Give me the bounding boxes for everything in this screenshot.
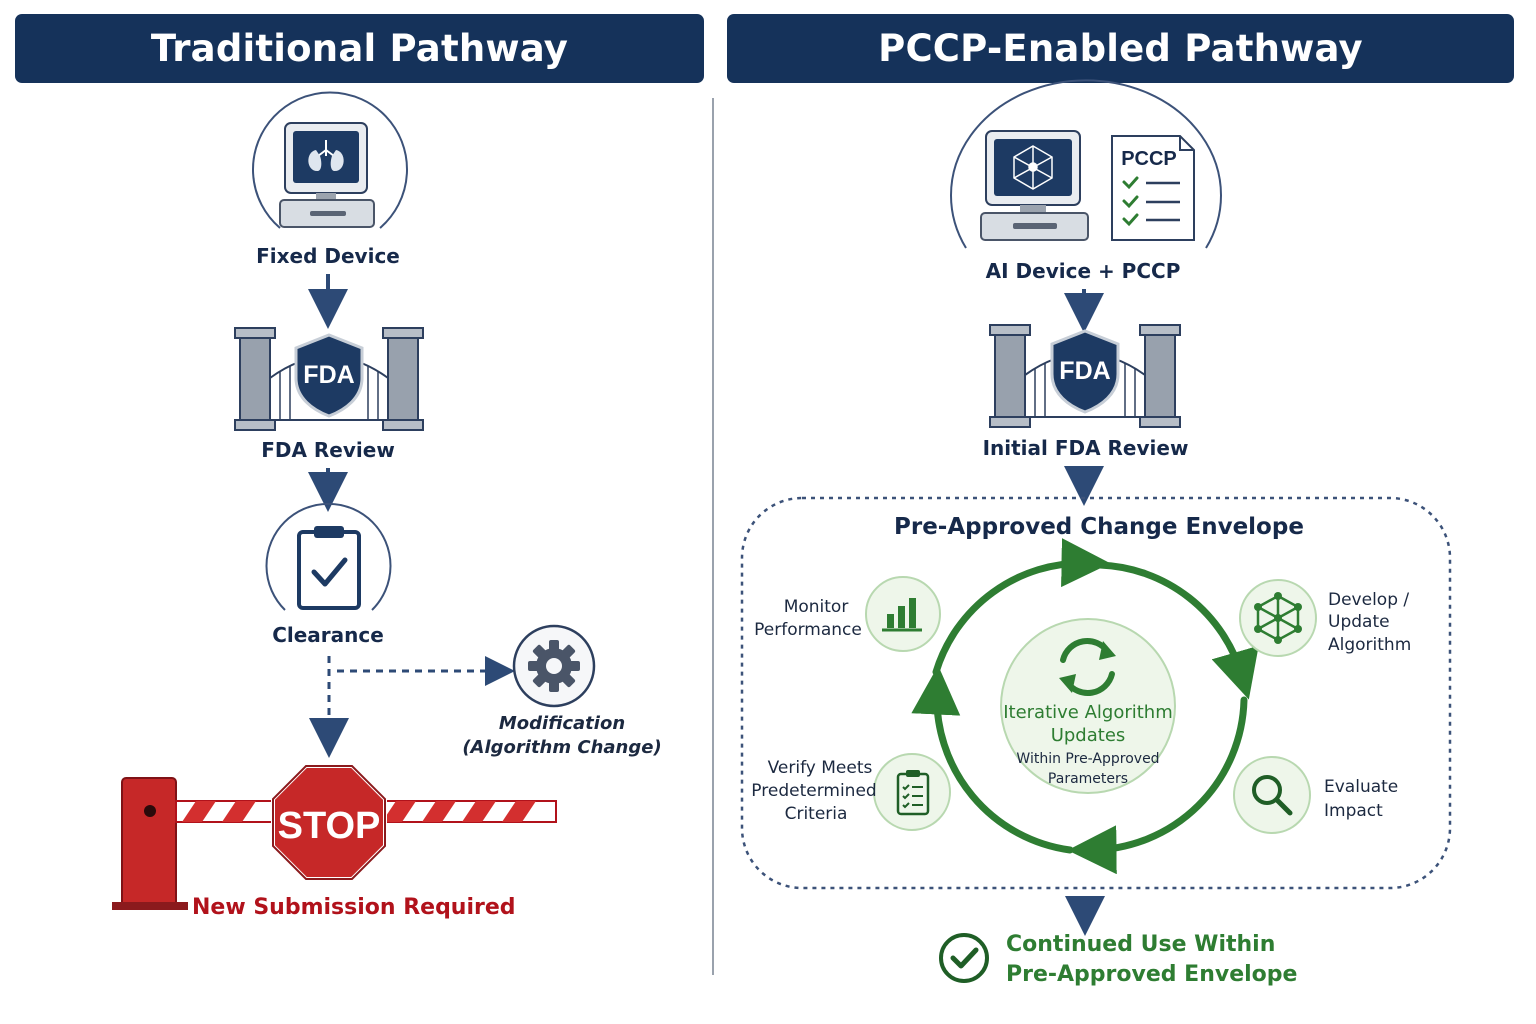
document-icon — [1111, 135, 1195, 241]
clipboard-list-icon — [873, 753, 951, 831]
fixed-device-icon — [252, 91, 408, 229]
refresh-icon — [1059, 637, 1116, 697]
algorithm-network-icon — [1239, 579, 1317, 657]
clipboard-check-icon — [265, 502, 392, 611]
develop-label-3: Algorithm — [1328, 635, 1412, 655]
pccp-pathway-header: PCCP-Enabled Pathway — [727, 14, 1514, 83]
continued-use-label-2: Pre-Approved Envelope — [1006, 962, 1298, 987]
center-text-1: Iterative Algorithm — [1003, 702, 1173, 723]
magnifier-icon — [1233, 756, 1311, 834]
envelope-title: Pre-Approved Change Envelope — [894, 514, 1304, 540]
modification-label-1: Modification — [498, 713, 626, 734]
shield-icon-right — [1050, 329, 1120, 414]
new-submission-label: New Submission Required — [192, 895, 516, 920]
cycle-arrows — [911, 538, 1259, 875]
verify-label-2: Predetermined — [751, 781, 877, 801]
gate-icon — [234, 327, 424, 431]
gate-icon-right — [989, 324, 1181, 428]
fda-review-label: FDA Review — [261, 438, 395, 462]
lungs-icon — [308, 140, 344, 172]
initial-fda-review-label: Initial FDA Review — [982, 436, 1189, 460]
center-circle — [1000, 618, 1176, 794]
evaluate-label-1: Evaluate — [1324, 777, 1399, 797]
ai-device-pccp-label: AI Device + PCCP — [985, 259, 1181, 283]
ai-device-icon — [950, 79, 1222, 249]
center-text-3: Within Pre-Approved — [1016, 751, 1160, 767]
fda-badge-left: FDA — [303, 361, 354, 389]
monitor-label-1: Monitor — [783, 597, 849, 617]
modification-label-2: (Algorithm Change) — [462, 737, 662, 758]
network-icon — [1013, 145, 1053, 190]
bar-chart-icon — [865, 576, 941, 652]
pccp-doc-title: PCCP — [1121, 148, 1177, 170]
develop-label-2: Update — [1328, 612, 1390, 632]
verify-label-1: Verify Meets — [767, 758, 873, 778]
monitor-label-2: Performance — [754, 620, 862, 640]
gear-icon — [512, 624, 596, 708]
center-text-4: Parameters — [1047, 771, 1129, 787]
traditional-pathway-header: Traditional Pathway — [15, 14, 704, 83]
column-divider — [712, 98, 714, 975]
pre-approved-envelope — [740, 496, 1452, 890]
evaluate-label-2: Impact — [1324, 801, 1383, 821]
check-circle-icon — [939, 933, 989, 983]
fda-badge-right: FDA — [1059, 357, 1110, 385]
stop-sign-icon — [271, 764, 387, 881]
center-text-2: Updates — [1050, 725, 1126, 746]
develop-label-1: Develop / — [1328, 590, 1410, 610]
shield-icon — [294, 333, 364, 418]
verify-label-3: Criteria — [784, 804, 848, 824]
clearance-label: Clearance — [272, 623, 384, 647]
fixed-device-label: Fixed Device — [256, 244, 400, 268]
continued-use-label-1: Continued Use Within — [1006, 932, 1276, 957]
stop-sign-text: STOP — [278, 805, 381, 847]
